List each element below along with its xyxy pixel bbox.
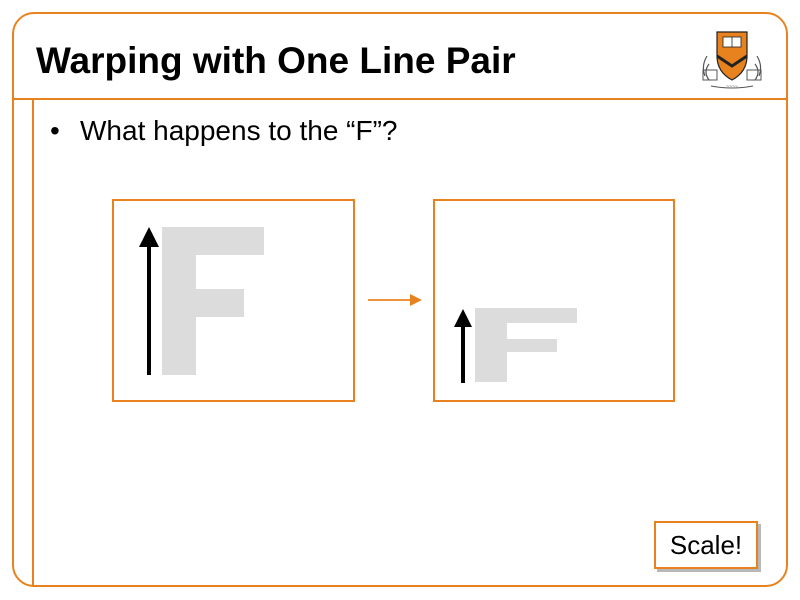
source-up-arrow bbox=[139, 227, 159, 375]
target-panel bbox=[433, 199, 675, 402]
svg-text:~~~~: ~~~~ bbox=[726, 84, 738, 90]
slide-title: Warping with One Line Pair bbox=[36, 40, 516, 81]
bullet-text: What happens to the “F”? bbox=[80, 115, 398, 146]
slide-frame bbox=[12, 12, 788, 587]
scale-callout: Scale! bbox=[654, 521, 758, 569]
source-panel bbox=[112, 199, 355, 402]
university-seal-icon: ~~~~ bbox=[697, 26, 767, 92]
target-f-glyph bbox=[475, 308, 577, 382]
source-f-glyph bbox=[162, 227, 264, 375]
left-border-line bbox=[32, 100, 34, 587]
target-up-arrow bbox=[454, 309, 472, 383]
bullet-marker: • bbox=[50, 115, 60, 146]
transition-arrow bbox=[366, 292, 424, 313]
title-divider bbox=[12, 98, 788, 100]
bullet-item: • What happens to the “F”? bbox=[50, 115, 398, 147]
